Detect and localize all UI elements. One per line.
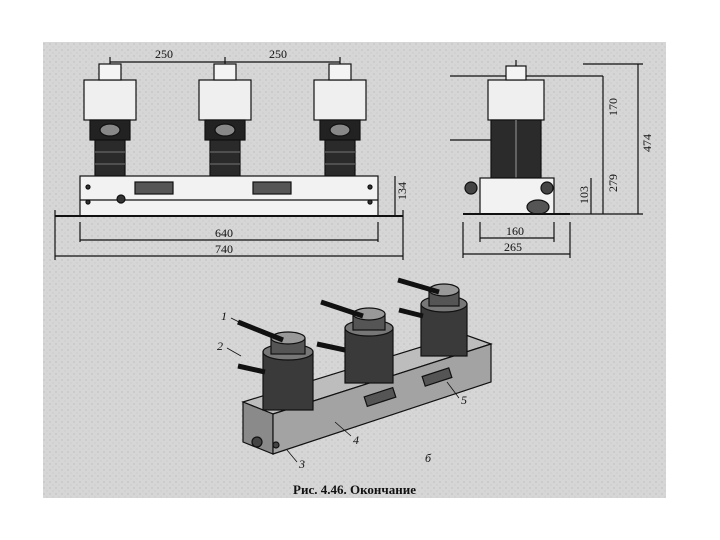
dim-pole-spacing-left: 250 — [155, 47, 173, 61]
callout-2: 2 — [217, 339, 223, 353]
figure-caption: Рис. 4.46. Окончание — [43, 482, 666, 498]
callout-5: 5 — [461, 393, 467, 407]
iso-pole-b — [316, 299, 394, 384]
iso-pole-a — [237, 319, 314, 411]
insulator-pole-3 — [313, 63, 367, 177]
callout-3: 3 — [298, 457, 305, 471]
dim-frame-height: 134 — [395, 182, 409, 200]
dim-upper-height: 170 — [606, 98, 620, 116]
base-frame — [79, 175, 379, 217]
subfigure-label: б — [425, 451, 432, 465]
isometric-view — [226, 277, 493, 463]
technical-drawing: 250 250 134 640 740 — [43, 42, 666, 498]
insulator-pole-2 — [198, 63, 252, 177]
dim-inner-length: 640 — [215, 226, 233, 240]
insulator-pole-1 — [83, 63, 137, 177]
iso-pole-c — [397, 277, 468, 357]
dim-total-height: 474 — [640, 134, 654, 152]
dim-pole-spacing-right: 250 — [269, 47, 287, 61]
dim-overall-length: 740 — [215, 242, 233, 256]
dim-side-width-inner: 160 — [506, 224, 524, 238]
front-view — [54, 57, 404, 260]
callout-4: 4 — [353, 433, 359, 447]
dim-side-width-outer: 265 — [504, 240, 522, 254]
side-view — [450, 60, 643, 258]
scanned-figure: 250 250 134 640 740 — [43, 42, 666, 498]
callout-1: 1 — [221, 309, 227, 323]
dim-lower-height: 103 — [577, 186, 591, 204]
figure-caption-text: Рис. 4.46. Окончание — [293, 482, 416, 497]
dim-middle-height: 279 — [606, 174, 620, 192]
